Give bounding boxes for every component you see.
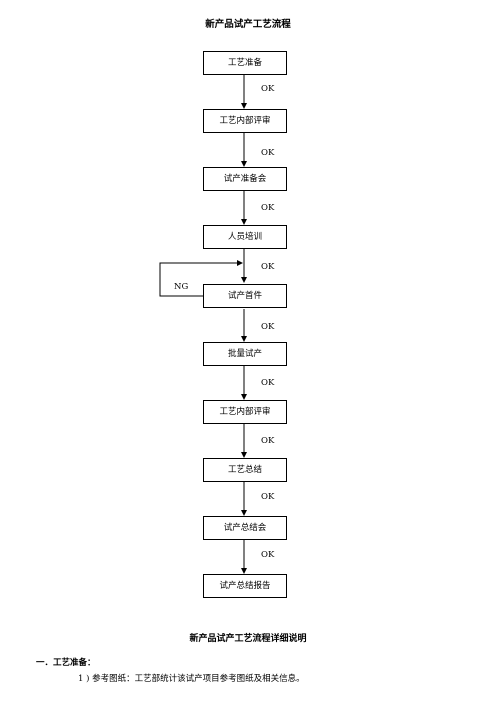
ok-label: OK (261, 262, 275, 272)
flow-step-trial-prep-meeting: 试产准备会 (203, 167, 287, 191)
ok-label: OK (261, 492, 275, 502)
ng-loop-arrow (159, 260, 243, 297)
flow-step-internal-review-2: 工艺内部评审 (203, 400, 287, 424)
list-item: 1 ) 参考图纸：工艺部统计该试产项目参考图纸及相关信息。 (78, 674, 305, 684)
page-title: 新产品试产工艺流程 (205, 19, 291, 30)
ok-label: OK (261, 378, 275, 388)
ok-label: OK (261, 148, 275, 158)
ok-label: OK (261, 203, 275, 213)
ok-label: OK (261, 84, 275, 94)
flow-step-batch-trial: 批量试产 (203, 342, 287, 366)
flowchart-connectors (159, 75, 247, 574)
ok-label: OK (261, 322, 275, 332)
flow-step-process-summary: 工艺总结 (203, 458, 287, 482)
ok-label: OK (261, 550, 275, 560)
flow-step-process-prep: 工艺准备 (203, 51, 287, 75)
ng-label: NG (174, 282, 189, 292)
flow-step-summary-meeting: 试产总结会 (203, 516, 287, 540)
ok-label: OK (261, 436, 275, 446)
section-heading: 一．工艺准备： (36, 658, 96, 668)
flow-step-internal-review: 工艺内部评审 (203, 109, 287, 133)
flow-step-staff-training: 人员培训 (203, 225, 287, 249)
flow-step-summary-report: 试产总结报告 (203, 574, 287, 598)
flow-step-first-article: 试产首件 (203, 284, 287, 308)
detail-title: 新产品试产工艺流程详细说明 (189, 634, 307, 644)
